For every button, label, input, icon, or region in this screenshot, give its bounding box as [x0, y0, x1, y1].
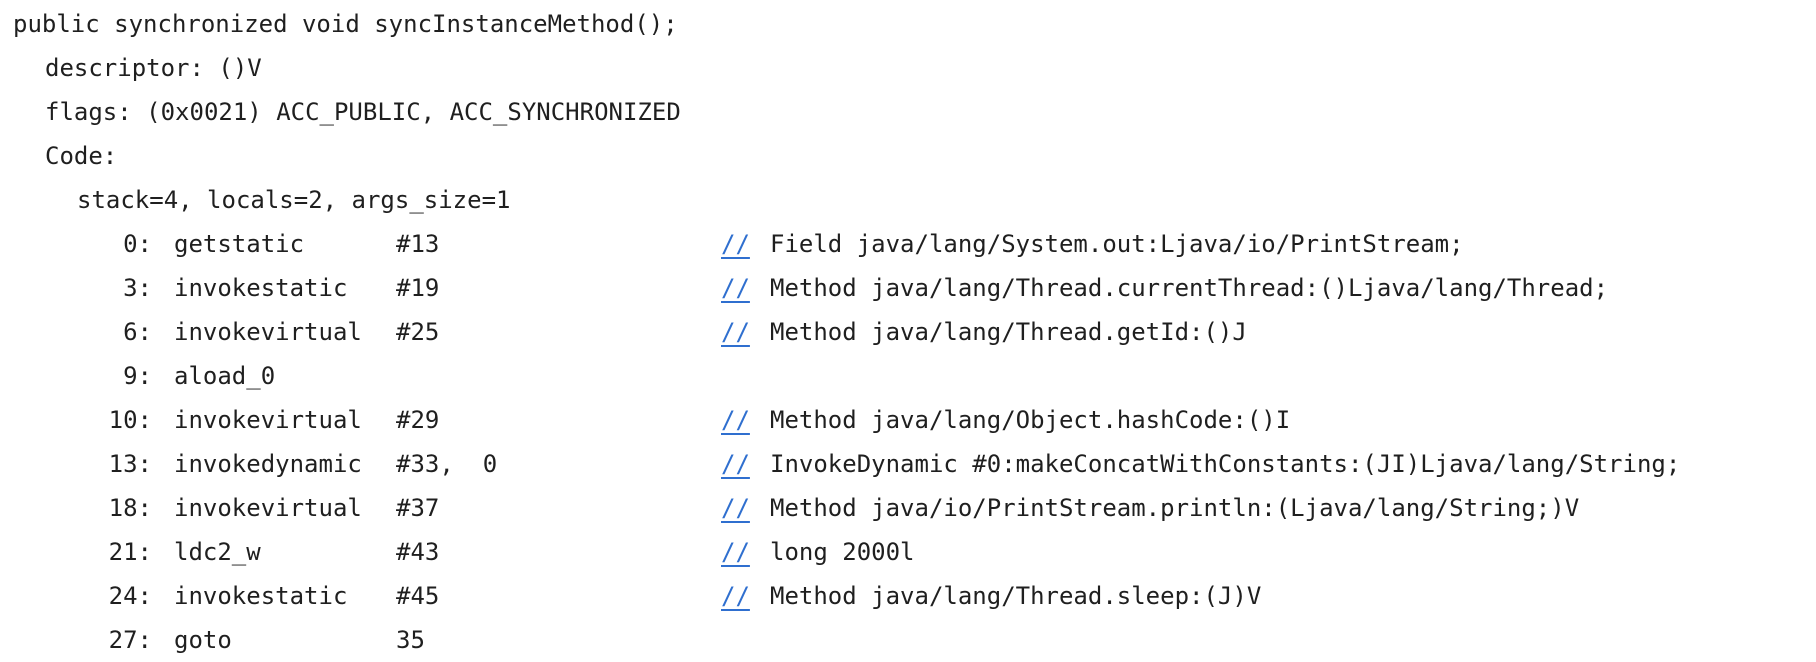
comment-link[interactable]: // [721, 538, 750, 566]
instruction-operand: 35 [396, 626, 425, 654]
instruction-row: 21: ldc2_w #43 // long 2000l [0, 530, 1816, 574]
instruction-index: 13: [108, 450, 152, 478]
instruction-opcode: invokevirtual [174, 494, 362, 522]
comment-link[interactable]: // [721, 230, 750, 258]
instruction-operand: #29 [396, 406, 440, 434]
instruction-row: 10: invokevirtual #29 // Method java/lang/Ob… [0, 398, 1816, 442]
instruction-index: 24: [108, 582, 152, 610]
instruction-row: 9: aload_0 [0, 354, 1816, 398]
instruction-row: 13: invokedynamic #33, 0 // InvokeDynamic #0… [0, 442, 1816, 486]
instruction-row: 24: invokestatic #45 // Method java/lang/Thr… [0, 574, 1816, 618]
instruction-index: 10: [108, 406, 152, 434]
instruction-index: 27: [108, 626, 152, 654]
instruction-index: 0: [123, 230, 152, 258]
instruction-opcode: invokedynamic [174, 450, 362, 478]
instruction-operand: #43 [396, 538, 440, 566]
instruction-opcode: invokevirtual [174, 406, 362, 434]
comment-link[interactable]: // [721, 406, 750, 434]
instruction-comment: long 2000l [770, 538, 915, 566]
comment-link[interactable]: // [721, 494, 750, 522]
stack-info: stack=4, locals=2, args_size=1 [77, 186, 511, 214]
instruction-operand: #19 [396, 274, 440, 302]
instruction-opcode: invokestatic [174, 274, 348, 302]
instruction-index: 6: [123, 318, 152, 346]
instruction-operand: #37 [396, 494, 440, 522]
flags-line: flags: (0x0021) ACC_PUBLIC, ACC_SYNCHRON… [45, 98, 681, 126]
instruction-opcode: getstatic [174, 230, 305, 258]
instruction-opcode: aload_0 [174, 362, 276, 390]
instruction-index: 9: [123, 362, 152, 390]
comment-link[interactable]: // [721, 318, 750, 346]
instruction-opcode: invokestatic [174, 582, 348, 610]
instruction-comment: Method java/lang/Object.hashCode:()I [770, 406, 1291, 434]
code-label: Code: [45, 142, 118, 170]
instruction-opcode: goto [174, 626, 232, 654]
instruction-comment: Method java/lang/Thread.currentThread:()… [770, 274, 1609, 302]
instruction-row: 18: invokevirtual #37 // Method java/io/Prin… [0, 486, 1816, 530]
instruction-comment: InvokeDynamic #0:makeConcatWithConstants… [770, 450, 1681, 478]
instruction-operand: #33, 0 [396, 450, 498, 478]
instruction-operand: #13 [396, 230, 440, 258]
instruction-index: 3: [123, 274, 152, 302]
instruction-comment: Field java/lang/System.out:Ljava/io/Prin… [770, 230, 1464, 258]
instruction-row: 6: invokevirtual #25 // Method java/lang/Thr… [0, 310, 1816, 354]
comment-link[interactable]: // [721, 274, 750, 302]
instruction-index: 18: [108, 494, 152, 522]
instruction-operand: #45 [396, 582, 440, 610]
instruction-comment: Method java/lang/Thread.sleep:(J)V [770, 582, 1262, 610]
instruction-row: 0: getstatic #13 // Field java/lang/System.o… [0, 222, 1816, 266]
comment-link[interactable]: // [721, 450, 750, 478]
instruction-opcode: ldc2_w [174, 538, 261, 566]
comment-link[interactable]: // [721, 582, 750, 610]
instruction-opcode: invokevirtual [174, 318, 362, 346]
instruction-row: 27: goto 35 [0, 618, 1816, 662]
method-header: public synchronized void syncInstanceMet… [13, 10, 678, 38]
descriptor-line: descriptor: ()V [45, 54, 262, 82]
instruction-row: 3: invokestatic #19 // Method java/lang/Thre… [0, 266, 1816, 310]
instruction-comment: Method java/lang/Thread.getId:()J [770, 318, 1247, 346]
instruction-operand: #25 [396, 318, 440, 346]
instruction-comment: Method java/io/PrintStream.println:(Ljav… [770, 494, 1580, 522]
instruction-index: 21: [108, 538, 152, 566]
